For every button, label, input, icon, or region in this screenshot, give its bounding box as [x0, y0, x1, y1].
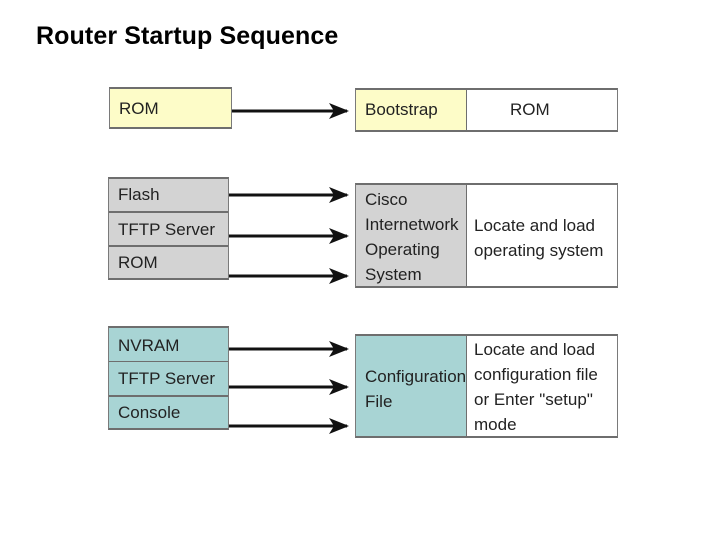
target-line: System	[365, 265, 422, 284]
target-box-config: Configuration File Locate and load confi…	[355, 334, 618, 438]
box-divider	[466, 336, 467, 436]
source-label: ROM	[119, 99, 159, 118]
description-line: mode	[474, 415, 517, 434]
description-ios: Locate and load operating system	[467, 213, 603, 263]
source-box-rom: ROM	[109, 87, 232, 129]
source-item-rom: ROM	[109, 247, 228, 278]
target-label-bootstrap: Bootstrap	[356, 90, 466, 130]
target-label-ios: Cisco Internetwork Operating System	[356, 185, 466, 286]
source-box-config: NVRAM TFTP Server Console	[108, 326, 229, 430]
page-title: Router Startup Sequence	[36, 22, 339, 50]
target-line: Configuration	[365, 367, 467, 386]
source-item-tftp: TFTP Server	[109, 362, 228, 397]
target-line: File	[365, 392, 393, 411]
description-line: Locate and load	[474, 216, 595, 235]
source-box-ios: Flash TFTP Server ROM	[108, 177, 229, 280]
description-line: Locate and load	[474, 340, 595, 359]
description-rom: ROM	[510, 100, 550, 119]
target-line: Operating	[365, 240, 440, 259]
description-line: operating system	[474, 241, 604, 260]
source-item-nvram: NVRAM	[109, 328, 228, 362]
source-item-console: Console	[109, 397, 228, 428]
source-item-tftp: TFTP Server	[109, 213, 228, 247]
target-line: Internetwork	[365, 215, 459, 234]
box-divider	[466, 185, 467, 286]
target-box-bootstrap: Bootstrap ROM	[355, 88, 618, 132]
description-line: configuration file	[474, 365, 598, 384]
box-divider	[466, 90, 467, 130]
description-line: or Enter "setup"	[474, 390, 593, 409]
source-item-flash: Flash	[109, 179, 228, 213]
target-box-ios: Cisco Internetwork Operating System Loca…	[355, 183, 618, 288]
target-label-config: Configuration File	[356, 336, 466, 436]
description-config: Locate and load configuration file or En…	[467, 337, 598, 437]
target-line: Cisco	[365, 190, 408, 209]
